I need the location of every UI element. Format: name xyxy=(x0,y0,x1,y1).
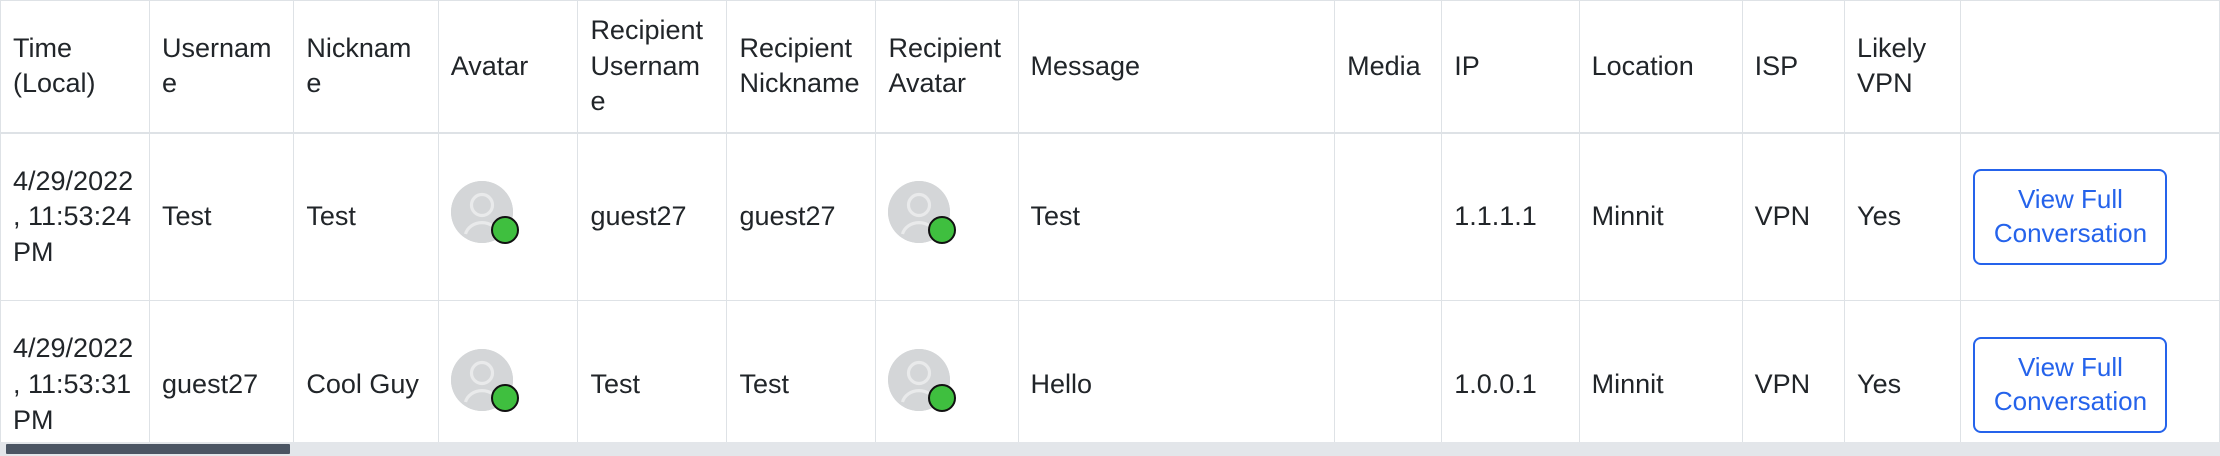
cell-likely-vpn: Yes xyxy=(1844,300,1962,456)
cell-location: Minnit xyxy=(1579,300,1743,456)
cell-recipient-username: Test xyxy=(577,300,728,456)
cell-media xyxy=(1334,132,1443,302)
cell-time: 4/29/2022, 11:53:24 PM xyxy=(0,132,151,302)
column-header-nickname[interactable]: Nickname xyxy=(293,0,439,134)
column-header-ip[interactable]: IP xyxy=(1441,0,1580,134)
cell-recipient-avatar xyxy=(875,300,1019,456)
cell-ip: 1.1.1.1 xyxy=(1441,132,1580,302)
table-header: Time (Local) Username Nickname Avatar Re… xyxy=(0,0,2220,134)
online-status-icon xyxy=(490,216,519,245)
cell-message: Hello xyxy=(1018,300,1336,456)
table-body: 4/29/2022, 11:53:24 PM Test Test xyxy=(0,132,2220,456)
column-header-message[interactable]: Message xyxy=(1018,0,1336,134)
column-header-username[interactable]: Username xyxy=(149,0,295,134)
view-full-conversation-button[interactable]: View Full Conversation xyxy=(1973,337,2168,433)
cell-isp: VPN xyxy=(1742,132,1846,302)
cell-actions: View Full Conversation xyxy=(1960,300,2220,456)
online-status-icon xyxy=(928,384,957,413)
cell-recipient-nickname: Test xyxy=(726,300,877,456)
column-header-media[interactable]: Media xyxy=(1334,0,1443,134)
online-status-icon xyxy=(928,216,957,245)
cell-ip: 1.0.0.1 xyxy=(1441,300,1580,456)
cell-username: Test xyxy=(149,132,295,302)
cell-avatar xyxy=(438,300,579,456)
column-header-recipient-nickname[interactable]: Recipient Nickname xyxy=(726,0,877,134)
cell-nickname: Cool Guy xyxy=(293,300,439,456)
column-header-avatar[interactable]: Avatar xyxy=(438,0,579,134)
column-header-recipient-username[interactable]: Recipient Username xyxy=(577,0,728,134)
cell-recipient-nickname: guest27 xyxy=(726,132,877,302)
cell-avatar xyxy=(438,132,579,302)
table-header-row: Time (Local) Username Nickname Avatar Re… xyxy=(0,0,2220,134)
column-header-isp[interactable]: ISP xyxy=(1742,0,1846,134)
avatar xyxy=(450,349,519,413)
cell-username: guest27 xyxy=(149,300,295,456)
cell-recipient-avatar xyxy=(875,132,1019,302)
horizontal-scrollbar-thumb[interactable] xyxy=(6,444,290,454)
cell-actions: View Full Conversation xyxy=(1960,132,2220,302)
column-header-recipient-avatar[interactable]: Recipient Avatar xyxy=(875,0,1019,134)
cell-location: Minnit xyxy=(1579,132,1743,302)
cell-isp: VPN xyxy=(1742,300,1846,456)
recipient-avatar xyxy=(888,181,957,245)
cell-message: Test xyxy=(1018,132,1336,302)
cell-likely-vpn: Yes xyxy=(1844,132,1962,302)
cell-recipient-username: guest27 xyxy=(577,132,728,302)
avatar xyxy=(450,181,519,245)
column-header-location[interactable]: Location xyxy=(1579,0,1743,134)
view-full-conversation-button[interactable]: View Full Conversation xyxy=(1973,169,2168,265)
column-header-actions xyxy=(1960,0,2220,134)
horizontal-scrollbar[interactable] xyxy=(0,442,2220,456)
online-status-icon xyxy=(490,384,519,413)
cell-media xyxy=(1334,300,1443,456)
table-row: 4/29/2022, 11:53:31 PM guest27 Cool Guy xyxy=(0,300,2220,456)
cell-nickname: Test xyxy=(293,132,439,302)
cell-time: 4/29/2022, 11:53:31 PM xyxy=(0,300,151,456)
column-header-time[interactable]: Time (Local) xyxy=(0,0,151,134)
table-row: 4/29/2022, 11:53:24 PM Test Test xyxy=(0,132,2220,302)
recipient-avatar xyxy=(888,349,957,413)
column-header-likely-vpn[interactable]: Likely VPN xyxy=(1844,0,1962,134)
